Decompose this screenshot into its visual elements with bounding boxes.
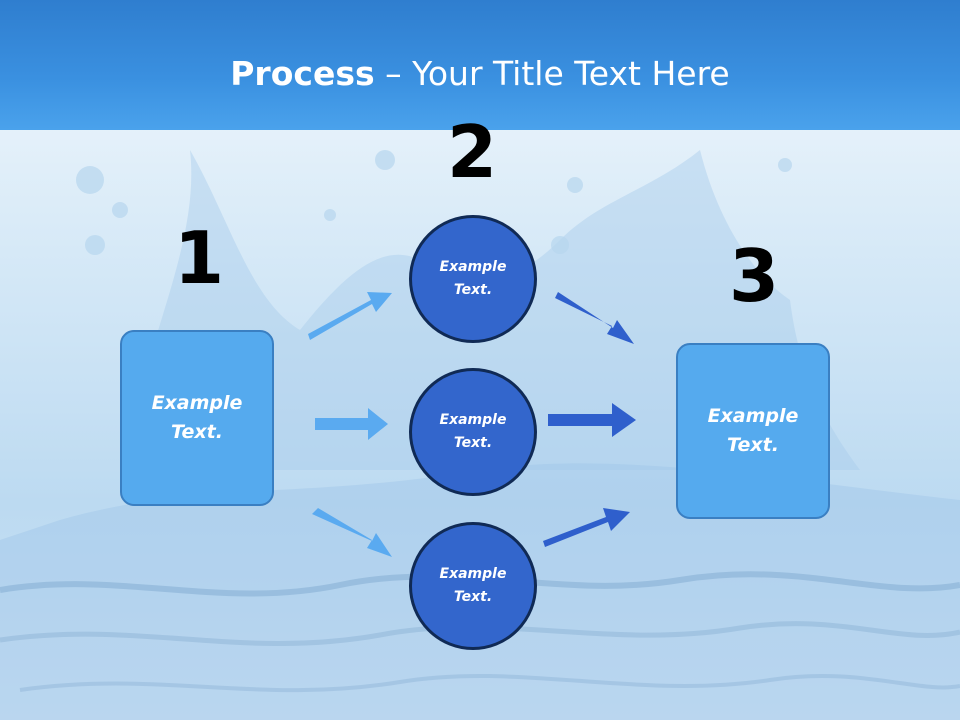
step-3-box: Example Text. bbox=[676, 343, 830, 519]
step-number-1: 1 bbox=[173, 216, 225, 300]
step-2-circle-top: Example Text. bbox=[409, 215, 537, 343]
step-1-box-line2: Text. bbox=[171, 421, 223, 443]
title-band bbox=[0, 0, 960, 130]
step-1-box-text: Example Text. bbox=[152, 389, 243, 447]
slide-title: Process – Your Title Text Here bbox=[0, 52, 960, 96]
circle-bottom-line2: Text. bbox=[453, 589, 493, 605]
step-2-circle-middle: Example Text. bbox=[409, 368, 537, 496]
arrow-circle-top-to-box3 bbox=[555, 292, 634, 344]
circle-top-line1: Example bbox=[439, 259, 507, 275]
step-2-circle-bottom: Example Text. bbox=[409, 522, 537, 650]
step-number-3: 3 bbox=[728, 234, 780, 318]
arrow-circle-mid-to-box3 bbox=[548, 403, 636, 437]
circle-middle-line2: Text. bbox=[453, 435, 493, 451]
step-1-box-line1: Example bbox=[151, 392, 243, 414]
step-3-box-line2: Text. bbox=[727, 434, 779, 456]
step-3-box-line1: Example bbox=[707, 405, 799, 427]
circle-top-line2: Text. bbox=[453, 282, 493, 298]
arrow-circle-bottom-to-box3 bbox=[543, 508, 630, 547]
circle-bottom-line1: Example bbox=[439, 566, 507, 582]
slide-title-rest: – Your Title Text Here bbox=[374, 54, 730, 93]
step-3-box-text: Example Text. bbox=[708, 402, 799, 460]
step-1-box: Example Text. bbox=[120, 330, 274, 506]
arrow-box1-to-circle-top bbox=[308, 292, 392, 340]
arrow-box1-to-circle-mid bbox=[315, 408, 388, 440]
arrow-box1-to-circle-bottom bbox=[312, 508, 392, 557]
step-number-2: 2 bbox=[446, 110, 498, 194]
slide-title-bold: Process bbox=[230, 54, 375, 93]
circle-middle-line1: Example bbox=[439, 412, 507, 428]
